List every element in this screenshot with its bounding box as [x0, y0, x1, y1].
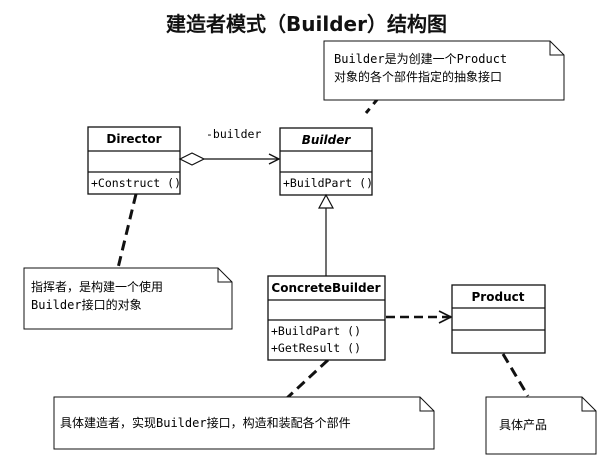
- builder-class-name: Builder: [302, 133, 352, 147]
- director-class: Director +Construct (): [87, 126, 181, 195]
- builder-class: Builder +BuildPart (): [279, 127, 373, 196]
- director-note-line-1: 指挥者，是构建一个使用: [31, 279, 163, 294]
- aggregation-director-builder: [178, 152, 279, 166]
- concrete-builder-class-name: ConcreteBuilder: [271, 281, 380, 295]
- product-note: 具体产品: [485, 396, 597, 455]
- director-class-name: Director: [106, 132, 161, 146]
- generalization-concrete-builder: [317, 193, 335, 276]
- director-construct-operation: +Construct (): [91, 176, 181, 190]
- builder-note-line-1: Builder是为创建一个Product: [334, 52, 507, 66]
- builder-note-line-2: 对象的各个部件指定的抽象接口: [334, 69, 502, 84]
- director-note-line-2: Builder接口的对象: [31, 297, 142, 312]
- director-note-connector: [116, 193, 138, 269]
- concrete-builder-note: 具体建造者，实现Builder接口，构造和装配各个部件: [53, 396, 435, 450]
- concrete-note-connector: [285, 358, 330, 400]
- concrete-buildpart-operation: +BuildPart (): [271, 324, 361, 338]
- concrete-note-line-1: 具体建造者，实现Builder接口，构造和装配各个部件: [60, 415, 351, 430]
- concrete-builder-class: ConcreteBuilder +BuildPart () +GetResult…: [267, 275, 386, 361]
- product-note-line-1: 具体产品: [499, 418, 547, 432]
- builder-buildpart-operation: +BuildPart (): [283, 176, 373, 190]
- association-label: -builder: [206, 127, 261, 141]
- director-note: 指挥者，是构建一个使用 Builder接口的对象: [23, 267, 233, 330]
- product-note-connector: [501, 353, 530, 397]
- product-class-name: Product: [472, 290, 525, 304]
- product-class: Product: [451, 284, 546, 354]
- builder-note: Builder是为创建一个Product 对象的各个部件指定的抽象接口: [323, 40, 565, 101]
- diagram-title: 建造者模式（Builder）结构图: [166, 12, 447, 36]
- concrete-getresult-operation: +GetResult (): [271, 341, 361, 355]
